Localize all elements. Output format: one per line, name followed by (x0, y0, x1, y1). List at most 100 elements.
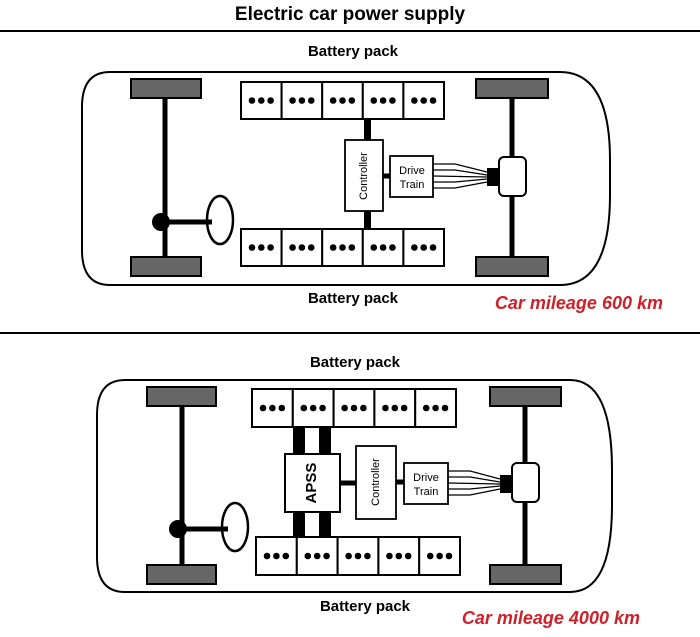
cell-dot (339, 97, 346, 104)
cell-dot (345, 552, 352, 560)
cell-dot (436, 552, 443, 560)
tire-icon (475, 256, 549, 277)
panel-600km: Battery pack Controller Drive Train (81, 43, 663, 313)
connector (364, 119, 371, 141)
cell-dot (258, 97, 265, 104)
battery-top-label: Battery pack (308, 43, 399, 60)
panel-4000km: Battery pack APSS Controller (96, 354, 640, 628)
steering-hub (169, 520, 187, 538)
cell-dot (267, 97, 274, 104)
differential-icon (511, 462, 540, 503)
cell-dot (379, 244, 387, 251)
cell-dot (298, 244, 306, 251)
cell-dot (278, 404, 286, 412)
cell-dot (309, 404, 317, 412)
motor-connector (500, 475, 512, 493)
cell-dot (323, 552, 330, 560)
battery-pack-bottom (255, 536, 462, 576)
cell-dot (319, 404, 326, 412)
cell-dot (391, 404, 399, 412)
cell-dot (441, 404, 449, 412)
tire-icon (146, 564, 217, 585)
mileage-label: Car mileage 4000 km (462, 608, 640, 628)
drive-train-label-line2: Train (400, 179, 425, 191)
tire-icon (475, 78, 549, 99)
cell-dot (304, 552, 312, 560)
cell-dot (364, 552, 371, 560)
motor-connector (487, 168, 499, 186)
cell-dot (395, 552, 403, 560)
cell-dot (445, 552, 453, 560)
cell-dot (282, 552, 290, 560)
cell-dot (339, 244, 346, 251)
steering-wheel-icon (205, 194, 235, 246)
cell-dot (389, 97, 396, 104)
cell-dot (386, 552, 393, 560)
mileage-label: Car mileage 600 km (495, 293, 663, 313)
tire-icon (489, 564, 562, 585)
cell-dot (420, 244, 428, 251)
cell-dot (289, 244, 296, 251)
controller-label: Controller (358, 152, 370, 200)
cell-dot (404, 552, 412, 560)
controller-label: Controller (370, 458, 382, 506)
cell-dot (429, 244, 437, 251)
differential-icon (498, 156, 527, 197)
connector (364, 211, 371, 229)
battery-pack-bottom (240, 228, 445, 267)
battery-pack-top (240, 81, 445, 120)
apss-connectors (293, 427, 331, 538)
drive-train-box (403, 462, 449, 505)
cell-dot (382, 404, 389, 412)
cell-dot (273, 552, 280, 560)
tire-icon (130, 78, 202, 99)
cell-dot (422, 404, 430, 412)
cell-dot (411, 244, 418, 251)
cell-dot (259, 404, 267, 412)
cell-dot (370, 97, 378, 104)
tire-icon (146, 386, 217, 407)
cell-dot (348, 244, 356, 251)
drive-wires (432, 163, 488, 189)
tire-icon (489, 386, 562, 407)
cell-dot (329, 244, 337, 251)
drive-wires (447, 470, 501, 496)
cell-dot (400, 404, 408, 412)
cell-dot (348, 97, 356, 104)
battery-bottom-label: Battery pack (320, 598, 411, 615)
cell-dot (248, 244, 256, 251)
cell-dot (341, 404, 348, 412)
cell-dot (313, 552, 321, 560)
cell-dot (420, 97, 428, 104)
cell-dot (307, 244, 315, 251)
drive-train-label-line1: Drive (413, 472, 439, 484)
cell-dot (248, 97, 256, 104)
cell-dot (298, 97, 306, 104)
cell-dot (389, 244, 396, 251)
cell-dot (426, 552, 434, 560)
battery-pack-top (251, 388, 458, 428)
cell-dot (269, 404, 276, 412)
battery-top-label: Battery pack (310, 354, 401, 371)
cell-dot (307, 97, 315, 104)
cell-dot (329, 97, 337, 104)
tire-icon (130, 256, 202, 277)
cell-dot (354, 552, 362, 560)
cell-dot (289, 97, 296, 104)
cell-dot (379, 97, 387, 104)
cell-dot (258, 244, 265, 251)
cell-dot (432, 404, 439, 412)
diagram-title: Electric car power supply (234, 4, 466, 25)
battery-bottom-label: Battery pack (308, 290, 399, 307)
apss-label: APSS (303, 463, 320, 504)
cell-dot (300, 404, 308, 412)
cell-dot (370, 244, 378, 251)
cell-dot (360, 404, 367, 412)
steering-wheel-icon (220, 501, 250, 553)
drive-train-label-line2: Train (414, 486, 439, 498)
cell-dot (429, 97, 437, 104)
cell-dot (411, 97, 418, 104)
drive-train-label-line1: Drive (399, 165, 425, 177)
steering-hub (152, 213, 170, 231)
